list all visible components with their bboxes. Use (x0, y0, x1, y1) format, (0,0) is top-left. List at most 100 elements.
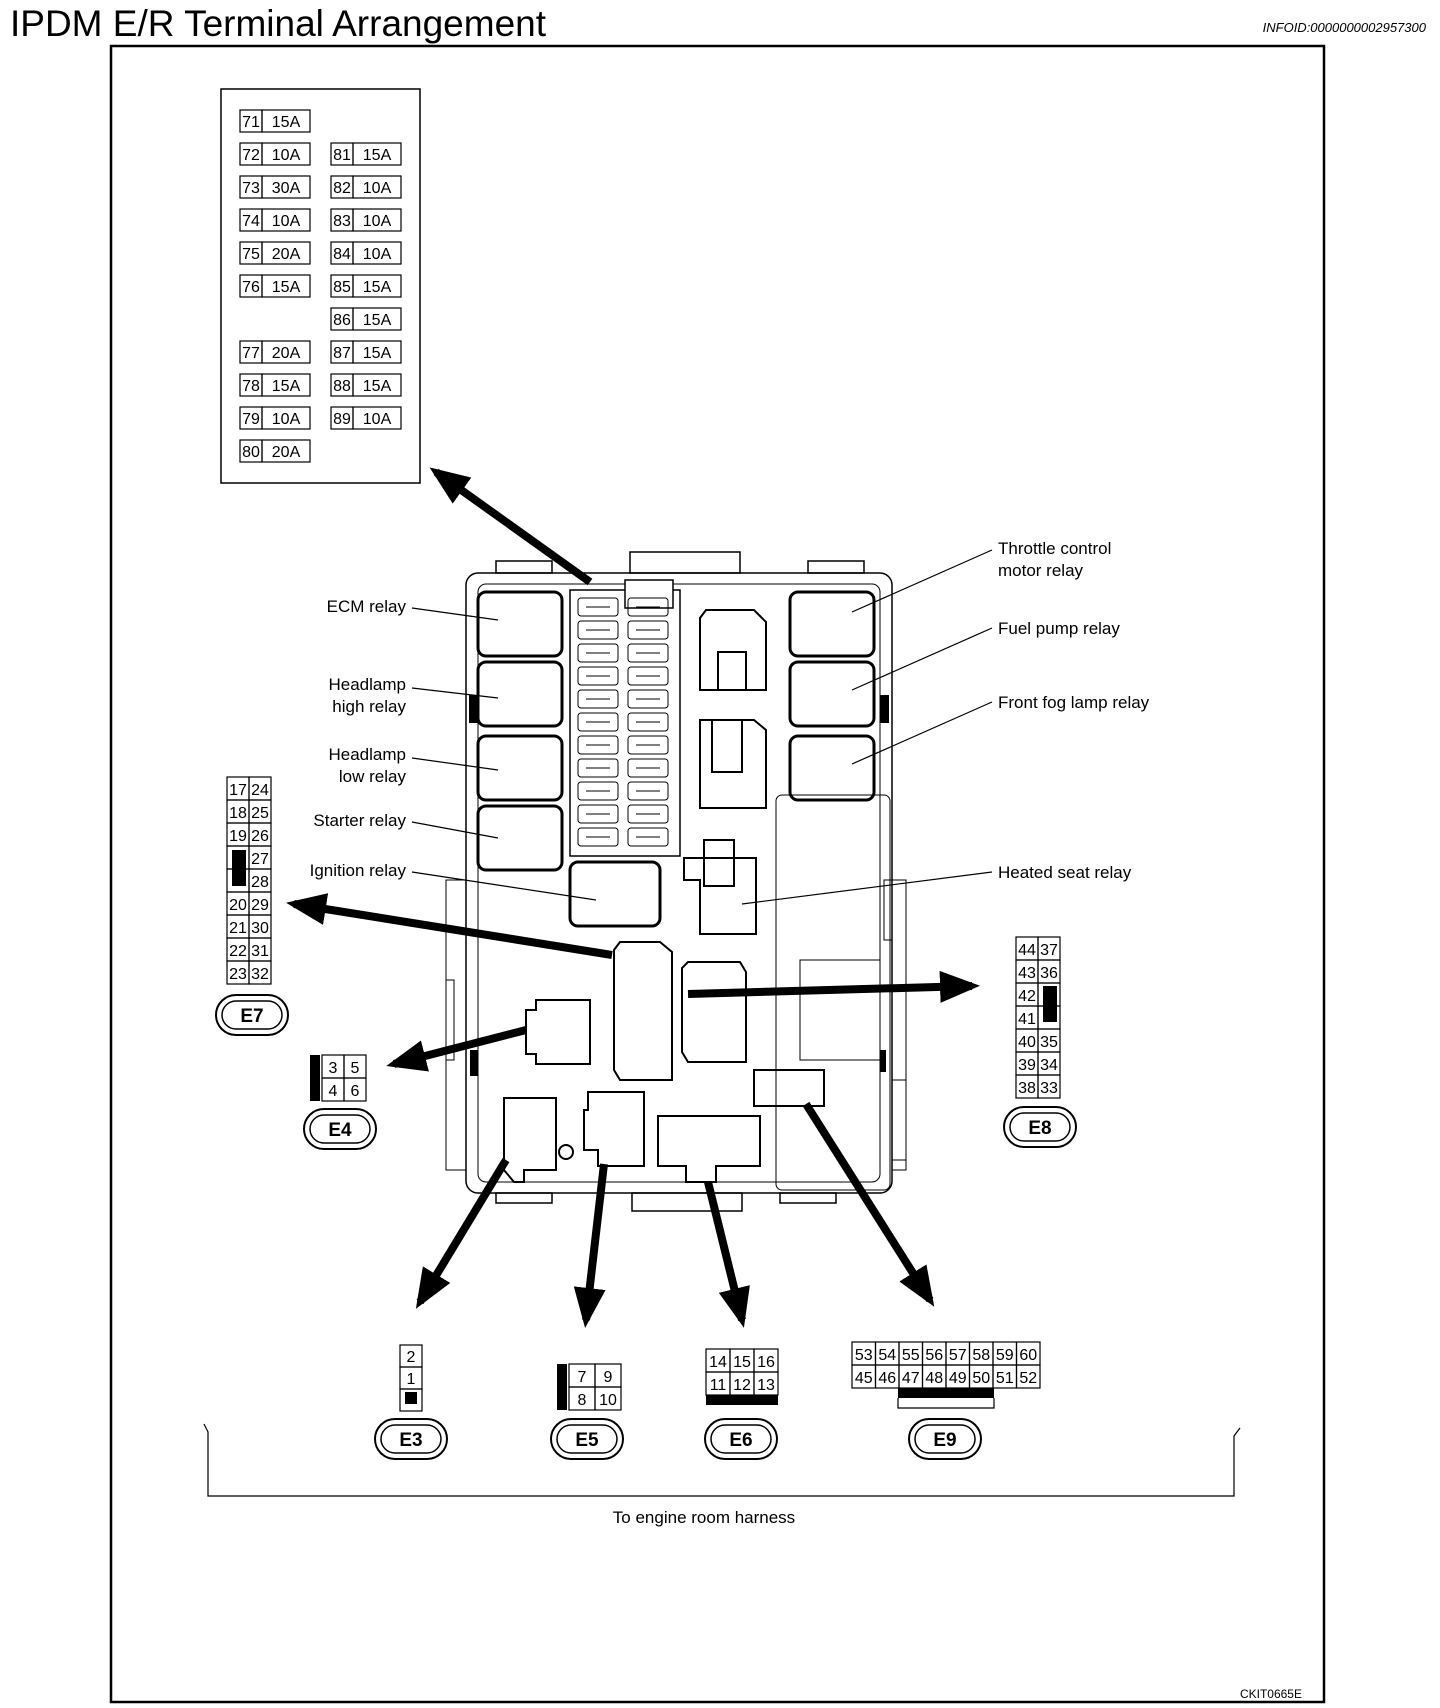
fuse-number: 71 (242, 114, 260, 131)
fuse-number: 75 (242, 246, 260, 263)
pin-number: 11 (710, 1377, 727, 1394)
pin-number: 49 (949, 1370, 967, 1387)
pin-number: 47 (902, 1370, 920, 1387)
fuse-number: 76 (242, 279, 260, 296)
fuse-amperage: 15A (272, 114, 301, 131)
fuse-slot (627, 712, 669, 732)
fuse-slot (577, 666, 619, 686)
housing-latch-lower (470, 1050, 478, 1076)
relay-labels: ECM relay Headlamp high relay Headlamp l… (310, 539, 1150, 882)
pin-number: 16 (757, 1354, 775, 1371)
figure-frame (109, 44, 1326, 1704)
pin-number: 53 (855, 1347, 873, 1364)
pin-number: 28 (251, 874, 269, 891)
fuse-slot (577, 597, 619, 617)
pin-number: 36 (1040, 965, 1058, 982)
pin-number: 14 (709, 1354, 727, 1371)
pin-number: 20 (229, 897, 247, 914)
e4-key (310, 1055, 320, 1101)
pin-number: 2 (407, 1349, 416, 1366)
badge-label: E9 (933, 1430, 956, 1451)
fuse-amperage: 10A (363, 411, 392, 428)
e7-key (232, 850, 246, 886)
connector-badge-e8: E8 (1003, 1106, 1077, 1148)
pin-number: 18 (229, 805, 247, 822)
info-id: INFOID:0000000002957300 (1262, 20, 1426, 35)
fuse-slot (627, 643, 669, 663)
pin-number: 37 (1040, 942, 1058, 959)
pin-number: 15 (733, 1354, 751, 1371)
pin-number: 25 (251, 805, 269, 822)
connector-badge-e7: E7 (215, 994, 289, 1036)
connector-badge-e4: E4 (303, 1108, 377, 1150)
connector-e3-pins: 21 (399, 1344, 423, 1412)
fuse-cell-right: 85 15A (330, 274, 402, 298)
label-heated-seat-relay: Heated seat relay (998, 863, 1132, 882)
relay-sockets (476, 590, 876, 928)
pin-number: 22 (229, 943, 247, 960)
fuse-amperage: 10A (363, 246, 392, 263)
fuse-number: 73 (242, 180, 260, 197)
pin-number: 57 (949, 1347, 967, 1364)
fuse-amperage: 15A (363, 279, 392, 296)
fuse-slot (577, 689, 619, 709)
fuse-slot (627, 689, 669, 709)
fuse-cell-left: 71 15A (239, 109, 311, 133)
fuse-amperage: 10A (272, 411, 301, 428)
pin-number: 58 (972, 1347, 990, 1364)
pin-cell (1015, 1364, 1041, 1389)
fuse-slot (627, 804, 669, 824)
pin-number: 27 (251, 851, 269, 868)
pin-number: 9 (604, 1369, 613, 1386)
fuse-number: 87 (333, 345, 351, 362)
fuse-number: 83 (333, 213, 351, 230)
pin-number: 34 (1040, 1057, 1058, 1074)
pin-number: 33 (1040, 1080, 1058, 1097)
pin-number: 55 (902, 1347, 920, 1364)
pin-number: 21 (229, 920, 247, 937)
pin-number: 3 (329, 1060, 338, 1077)
fuse-slot (577, 804, 619, 824)
pin-number: 23 (229, 966, 247, 983)
fuse-amperage: 10A (363, 180, 392, 197)
pin-number: 39 (1018, 1057, 1036, 1074)
fuse-slot (627, 620, 669, 640)
label-fuel-pump-relay: Fuel pump relay (998, 619, 1120, 638)
fuse-cell-right: 84 10A (330, 241, 402, 265)
e8-key (1043, 986, 1057, 1022)
fuse-amperage: 20A (272, 345, 301, 362)
e9-key-bracket (897, 1398, 995, 1409)
pin-cell (594, 1386, 622, 1411)
fuse-number: 74 (242, 213, 260, 230)
fuse-amperage: 10A (363, 213, 392, 230)
connector-arrows (286, 467, 980, 1328)
harness-label: To engine room harness (613, 1508, 795, 1527)
fuse-amperage: 10A (272, 147, 301, 164)
label-headlamp-high-2: high relay (332, 697, 406, 716)
fuse-number: 89 (333, 411, 351, 428)
connector-badge-e5: E5 (550, 1418, 624, 1460)
pin-number: 12 (733, 1377, 751, 1394)
fuse-number: 84 (333, 246, 351, 263)
pin-number: 17 (229, 782, 247, 799)
pin-number: 4 (329, 1083, 338, 1100)
connector-e6-pins: 14 15 16 11 12 13 (705, 1348, 779, 1405)
pin-number: 13 (757, 1377, 775, 1394)
fuse-block (569, 579, 681, 857)
badge-label: E7 (240, 1006, 263, 1027)
fuse-number: 85 (333, 279, 351, 296)
label-headlamp-low-2: low relay (339, 767, 407, 786)
label-headlamp-low-1: Headlamp (329, 745, 407, 764)
